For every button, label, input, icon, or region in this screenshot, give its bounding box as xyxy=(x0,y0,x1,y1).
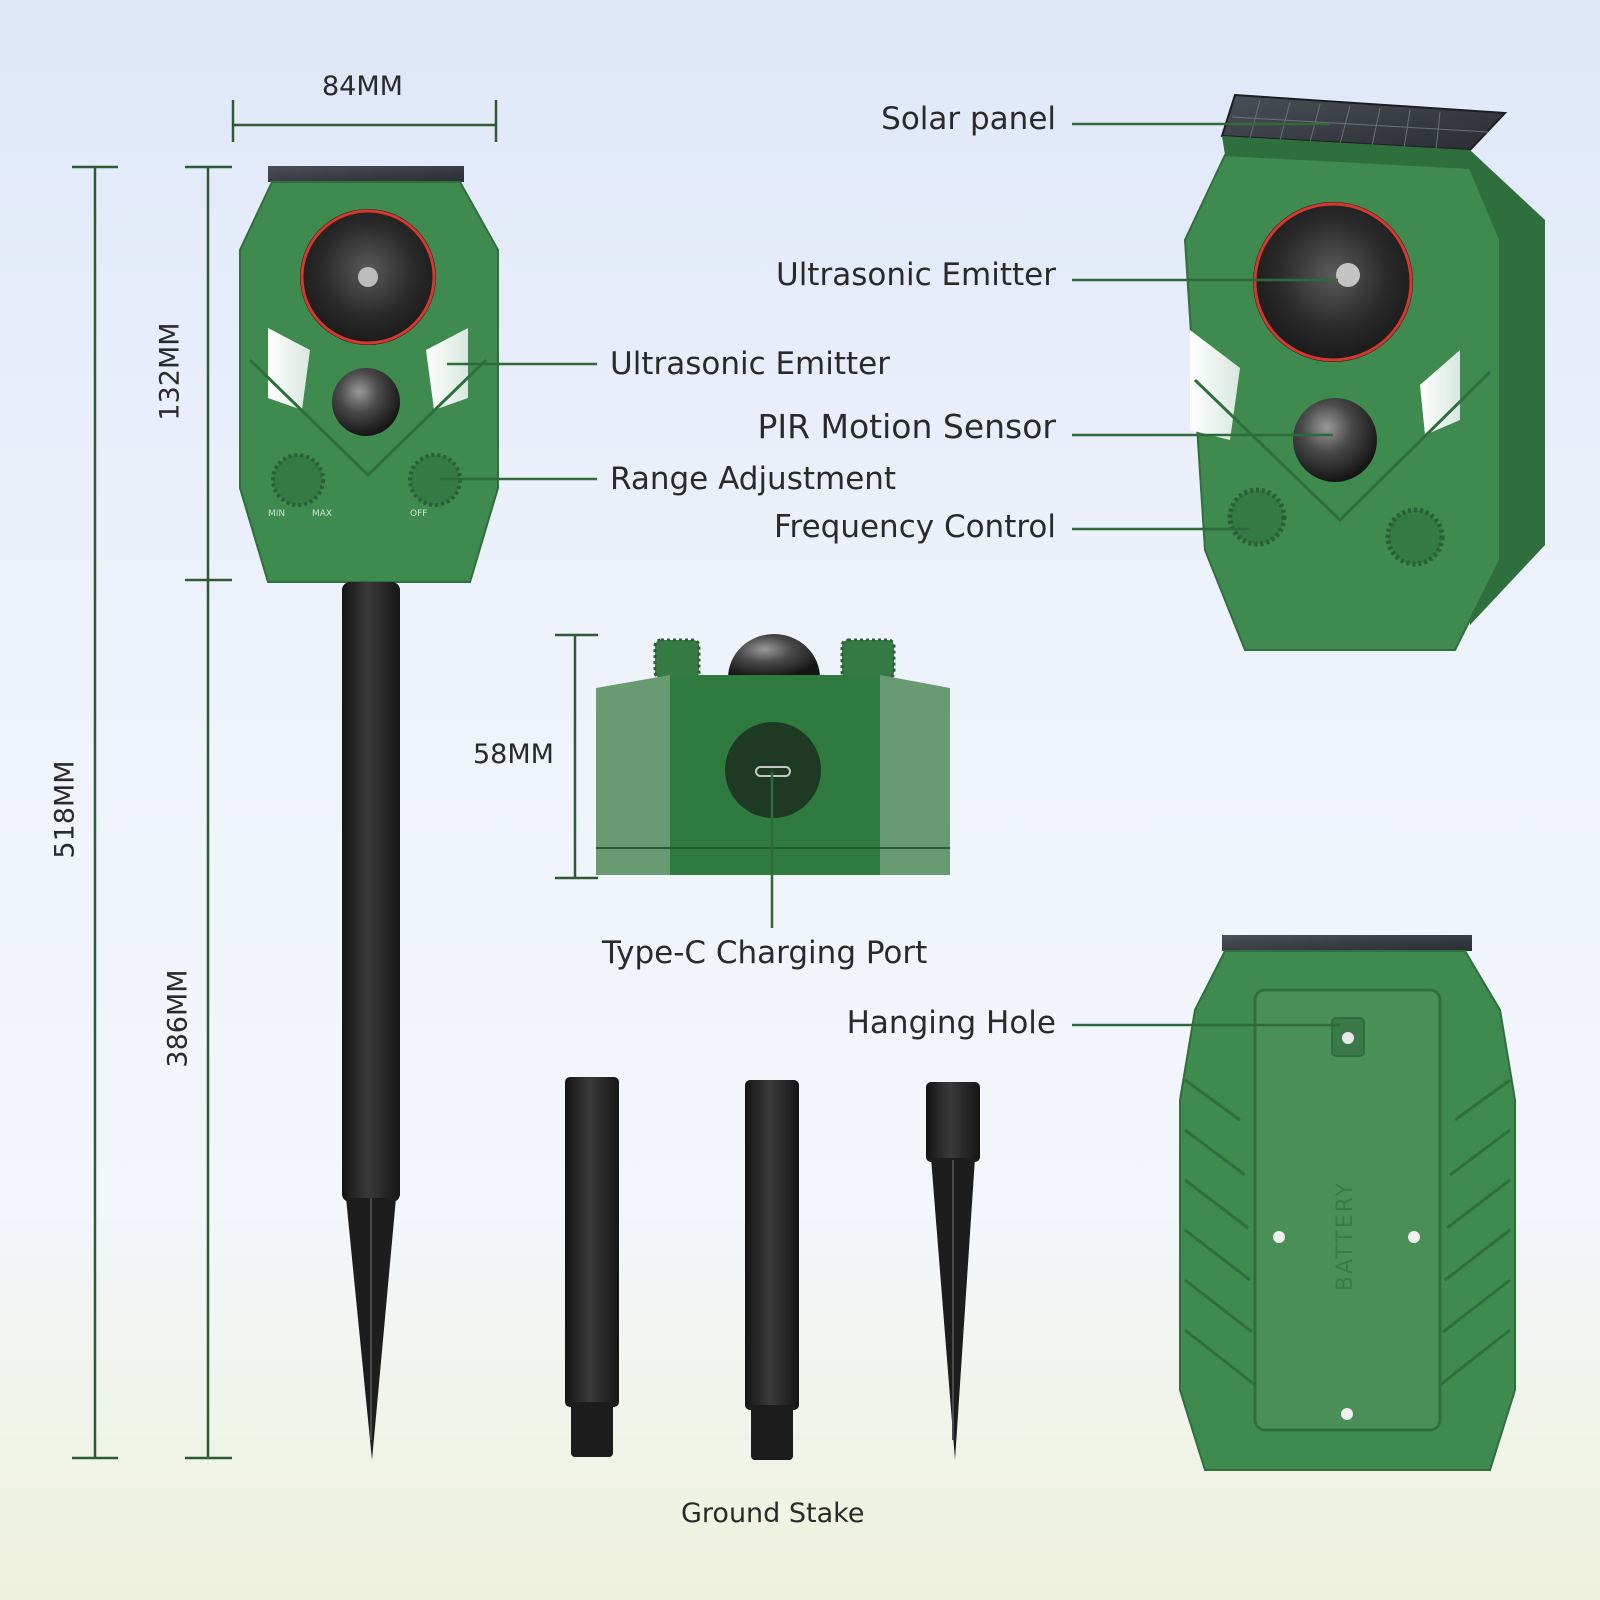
hanging-hole-label: Hanging Hole xyxy=(846,1005,1056,1041)
leader-lines xyxy=(440,122,1340,1027)
range-adjustment-label: Range Adjustment xyxy=(610,461,897,497)
stake-tip-piece xyxy=(926,1082,980,1162)
pir-sensor-icon xyxy=(1293,398,1377,482)
width-dimension-label: 84MM xyxy=(322,71,403,102)
back-view-device xyxy=(1179,935,1516,1471)
head-height-dimension-label: 132MM xyxy=(154,322,186,421)
ultrasonic-emitter-left-label: Ultrasonic Emitter xyxy=(610,346,890,382)
type-c-port-icon xyxy=(725,722,821,818)
dimension-width-84mm xyxy=(231,100,498,142)
led-right-icon xyxy=(1420,350,1460,435)
front-dial-left-icon xyxy=(271,453,325,507)
ground-stake-label: Ground Stake xyxy=(681,1498,865,1529)
pir-motion-sensor-label: PIR Motion Sensor xyxy=(757,407,1056,446)
frequency-dial-icon xyxy=(1227,487,1287,547)
dial-min-label: MIN xyxy=(268,509,286,519)
dial-off-label: OFF xyxy=(410,509,428,519)
ultrasonic-emitter-label: Ultrasonic Emitter xyxy=(776,257,1056,293)
stake-segment-2 xyxy=(745,1080,799,1410)
dimension-base-58mm xyxy=(555,633,598,880)
total-height-dimension-label: 518MM xyxy=(49,760,81,859)
screw-icon xyxy=(1273,1231,1285,1243)
stake-height-dimension-label: 386MM xyxy=(162,969,194,1068)
front-pir-sensor-icon xyxy=(332,368,400,436)
angled-device xyxy=(1183,93,1545,651)
base-height-dimension-label: 58MM xyxy=(473,739,554,770)
stake-segment-1 xyxy=(565,1077,619,1407)
screw-icon xyxy=(1408,1231,1420,1243)
dimension-total-518mm xyxy=(72,165,118,1460)
screw-icon xyxy=(1341,1408,1353,1420)
dimension-head-stake xyxy=(185,165,232,1460)
dial-max-label: MAX xyxy=(312,509,333,519)
emitter-horn-icon xyxy=(1253,202,1413,362)
base-view-device xyxy=(596,634,950,875)
front-stake xyxy=(342,582,400,1460)
frequency-control-label: Frequency Control xyxy=(773,509,1056,545)
type-c-charging-port-label: Type-C Charging Port xyxy=(602,935,928,971)
range-dial-icon xyxy=(1385,507,1445,567)
battery-cover xyxy=(1253,988,1442,1432)
front-device xyxy=(239,166,499,583)
battery-label: BATTERY xyxy=(1333,1180,1358,1292)
solar-panel-label: Solar panel xyxy=(881,101,1056,137)
ground-stake-pieces xyxy=(565,1077,980,1460)
